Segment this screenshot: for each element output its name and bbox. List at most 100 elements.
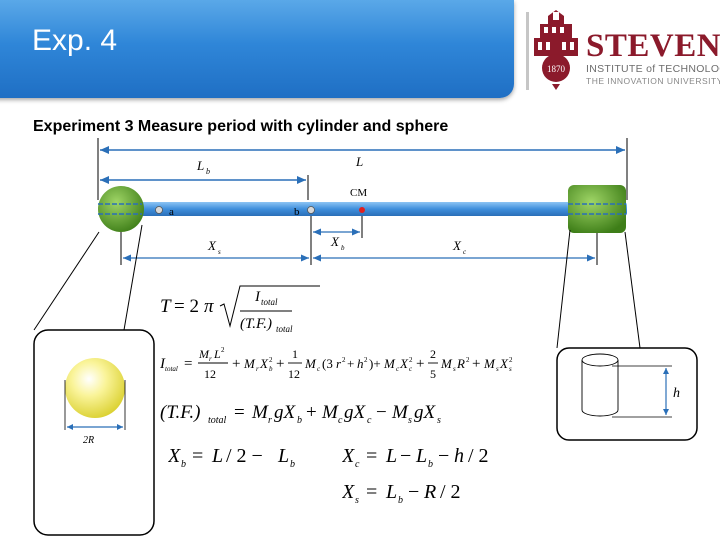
svg-text:M: M [198, 347, 210, 361]
svg-text:M: M [321, 402, 339, 423]
svg-text:2: 2 [221, 346, 225, 354]
svg-text:1: 1 [292, 347, 298, 361]
slide-title: Exp. 4 [32, 24, 118, 57]
svg-text:)+: )+ [369, 356, 381, 371]
seal-icon: 1870 [526, 10, 578, 90]
sphere-illustration [65, 358, 125, 418]
svg-text:2: 2 [466, 356, 470, 364]
slide-subtitle: Experiment 3 Measure period with cylinde… [33, 118, 449, 135]
dimension-Lb: L b [100, 158, 309, 200]
svg-text:M: M [243, 356, 256, 371]
svg-text:2: 2 [430, 347, 436, 361]
svg-text:=: = [234, 402, 245, 423]
svg-text:s: s [437, 415, 441, 426]
svg-text:M: M [391, 402, 409, 423]
label-Xb: X [330, 234, 340, 249]
svg-text:2: 2 [409, 356, 413, 364]
svg-text:b: b [181, 459, 186, 470]
svg-text:=: = [192, 445, 203, 467]
equation-xs: X s = L b − R / 2 [341, 476, 522, 514]
svg-text:c: c [355, 459, 360, 470]
logo-tagline: THE INNOVATION UNIVERSITY [586, 76, 720, 86]
svg-text:s: s [408, 415, 412, 426]
svg-text:b: b [428, 459, 433, 470]
label-2R: 2R [83, 435, 94, 446]
pivot-a [155, 206, 163, 214]
cylinder-mass-right [568, 185, 626, 233]
svg-text:I: I [160, 356, 166, 372]
svg-text:2: 2 [342, 356, 346, 364]
pivot-b [307, 206, 315, 214]
dimension-Xc: X c [313, 238, 595, 262]
svg-text:h: h [454, 445, 464, 467]
svg-text:+: + [347, 356, 354, 371]
label-Lb: L [196, 158, 204, 173]
svg-text:X: X [399, 356, 409, 371]
title-banner [0, 0, 514, 98]
label-Lb-sub: b [206, 167, 210, 176]
logo-subtitle: INSTITUTE of TECHNOLOGY [586, 63, 720, 75]
svg-text:5: 5 [430, 367, 436, 381]
sphere-callout: 2R [33, 329, 155, 536]
svg-text:r: r [336, 356, 342, 371]
svg-text:L: L [385, 445, 397, 467]
label-Xb-sub: b [341, 244, 345, 252]
label-h: h [673, 386, 680, 401]
svg-text:(T.F.): (T.F.) [160, 402, 200, 423]
svg-text:12: 12 [204, 367, 216, 381]
svg-text:c: c [409, 365, 413, 373]
svg-text:M: M [383, 356, 396, 371]
svg-text:s: s [355, 495, 359, 506]
equation-xc: X c = L − L b − h / 2 [341, 440, 522, 478]
svg-text:X: X [168, 445, 181, 467]
equation-inertia: I total = M r L 2 12 + M r X b 2 + 1 12 … [159, 340, 550, 390]
logo-wordmark: STEVENS [586, 28, 720, 64]
svg-text:X: X [499, 356, 509, 371]
svg-text:L: L [211, 445, 223, 467]
svg-text:+: + [416, 356, 424, 372]
label-Xc: X [452, 238, 462, 253]
svg-text:gX: gX [344, 402, 367, 423]
svg-text:gX: gX [414, 402, 437, 423]
svg-text:s: s [453, 365, 456, 373]
svg-text:= 2: = 2 [174, 296, 199, 317]
dimension-L: L [97, 138, 628, 200]
cylinder-callout: h [556, 347, 698, 441]
svg-text:c: c [338, 415, 343, 426]
svg-text:−: − [400, 445, 411, 467]
svg-text:T: T [160, 296, 172, 317]
svg-text:L: L [213, 347, 221, 361]
svg-text:(T.F.): (T.F.) [240, 316, 272, 332]
stevens-logo: 1870 STEVENS INSTITUTE of TECHNOLOGY THE… [522, 10, 720, 92]
label-Xs-sub: s [218, 248, 221, 256]
svg-text:b: b [398, 495, 403, 506]
svg-text:R: R [423, 481, 436, 503]
svg-text:=: = [184, 356, 192, 372]
label-CM: CM [350, 187, 367, 199]
svg-text:/ 2: / 2 [468, 445, 489, 467]
svg-text:M: M [483, 356, 496, 371]
svg-text:I: I [254, 289, 261, 305]
svg-text:X: X [259, 356, 269, 371]
label-b: b [294, 206, 300, 218]
svg-text:M: M [440, 356, 453, 371]
svg-text:b: b [290, 459, 295, 470]
svg-text:/ 2: / 2 [440, 481, 461, 503]
svg-text:X: X [342, 445, 355, 467]
svg-text:total: total [261, 297, 278, 307]
center-of-mass-dot [359, 207, 365, 213]
svg-text:12: 12 [288, 367, 300, 381]
svg-text:b: b [297, 415, 302, 426]
seal-year: 1870 [547, 64, 566, 74]
svg-text:h: h [357, 356, 364, 371]
svg-text:+: + [306, 402, 317, 423]
dimension-Xs: X s [123, 238, 309, 262]
svg-text:total: total [165, 365, 178, 373]
svg-text:gX: gX [274, 402, 297, 423]
label-Xc-sub: c [463, 248, 467, 256]
svg-text:−: − [408, 481, 419, 503]
svg-text:total: total [276, 324, 293, 334]
label-Xs: X [207, 238, 217, 253]
svg-text:M: M [304, 356, 317, 371]
